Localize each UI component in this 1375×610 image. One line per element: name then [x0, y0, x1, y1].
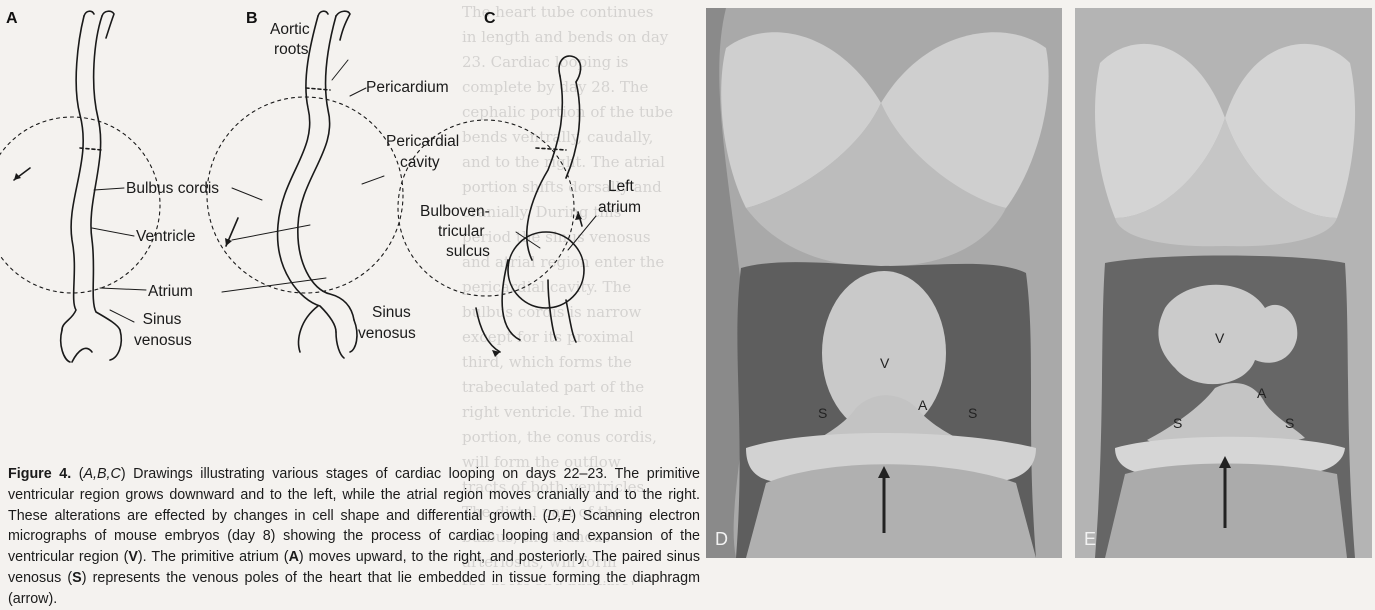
- micro-e-label-v: V: [1215, 330, 1225, 346]
- micrograph-e: V A S S E: [1075, 8, 1372, 558]
- label-pericardial-cavity-2: cavity: [400, 154, 440, 171]
- panel-letter-e: E: [1084, 529, 1096, 550]
- panel-letter-a: A: [6, 10, 18, 27]
- label-bulboventricular-2: tricular: [438, 223, 485, 240]
- label-left-atrium-2: atrium: [598, 199, 641, 216]
- label-sinus-venosus-a-1: Sinus: [143, 311, 182, 328]
- panel-letter-c: C: [484, 10, 496, 27]
- micro-e-label-a: A: [1257, 385, 1267, 401]
- micro-e-label-s-left: S: [1173, 415, 1182, 431]
- micro-e-label-s-right: S: [1285, 415, 1294, 431]
- label-ventricle: Ventricle: [136, 228, 195, 245]
- micro-d-label-v: V: [880, 355, 890, 371]
- micro-d-label-s-right: S: [968, 405, 977, 421]
- micro-d-label-s-left: S: [818, 405, 827, 421]
- label-atrium: Atrium: [148, 283, 193, 300]
- looping-drawings: A B C Bulbus cordis Ventricle Atrium Sin…: [0, 0, 712, 470]
- label-sinus-venosus-b-2: venosus: [358, 325, 416, 342]
- figure-caption: Figure 4. (A,B,C) Drawings illustrating …: [8, 464, 700, 610]
- panel-letter-b: B: [246, 10, 258, 27]
- label-aortic-roots-2: roots: [274, 41, 309, 58]
- label-pericardial-cavity-1: Pericardial: [386, 133, 459, 150]
- label-sinus-venosus-b-1: Sinus: [372, 304, 411, 321]
- micrograph-d: V A S S D: [706, 8, 1062, 558]
- label-bulboventricular-1: Bulboven-: [420, 203, 490, 220]
- panel-letter-d: D: [715, 529, 728, 550]
- micro-d-label-a: A: [918, 397, 928, 413]
- label-sinus-venosus-a-2: venosus: [134, 332, 192, 349]
- label-bulbus-cordis: Bulbus cordis: [126, 180, 219, 197]
- caption-title: Figure 4.: [8, 466, 71, 482]
- label-bulboventricular-3: sulcus: [446, 243, 490, 260]
- label-left-atrium-1: Left: [608, 178, 635, 195]
- label-pericardium: Pericardium: [366, 79, 449, 96]
- label-aortic-roots-1: Aortic: [270, 21, 310, 38]
